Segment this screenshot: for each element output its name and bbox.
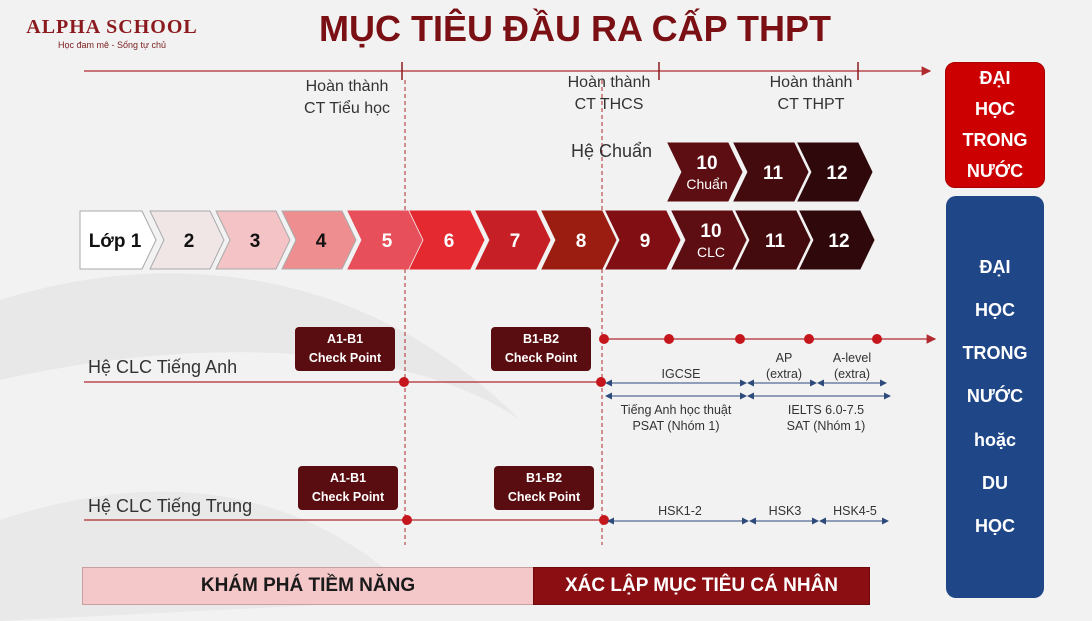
grade-chevron: 4 (281, 210, 357, 270)
grade-number: 3 (250, 231, 261, 252)
grade-chevron: 8 (541, 210, 617, 270)
grade-chevron: 3 (215, 210, 291, 270)
grade-number: 11 (763, 163, 784, 184)
grade-number: 12 (828, 231, 849, 252)
chinese-label: Hệ CLC Tiếng Trung (88, 496, 253, 516)
grade-chevron: Lớp 1 (79, 210, 157, 270)
grade-chevron: 5 (347, 210, 423, 270)
grade-chevron: 2 (149, 210, 225, 270)
grade-number: 8 (576, 231, 587, 252)
track-ap: AP(extra) (765, 351, 803, 381)
he-chuan-label: Hệ Chuẩn (571, 141, 653, 161)
grade-number: 7 (510, 231, 521, 252)
logo-name: ALPHA SCHOOL (26, 16, 198, 38)
grade-number: 10 (700, 221, 721, 242)
grade-chevron: 9 (605, 210, 681, 270)
track-hsk45: HSK4-5 (833, 504, 877, 518)
grade-chevron: 12 (799, 210, 875, 270)
english-label: Hệ CLC Tiếng Anh (88, 357, 238, 377)
logo-tagline: Học đam mê - Sống tự chủ (57, 40, 167, 50)
track-alevel: A-level(extra) (832, 351, 872, 381)
grade-subtitle: CLC (697, 244, 725, 260)
page-title: MỤC TIÊU ĐẦU RA CẤP THPT (319, 8, 831, 49)
milestone-primary: Hoàn thành CT Tiểu học (304, 78, 390, 117)
grade-number: 11 (765, 231, 786, 252)
grade-chevron: 11 (735, 210, 811, 270)
grade-number: Lớp 1 (89, 231, 142, 252)
he-chuan-chevron: 12 (797, 142, 873, 202)
grade-number: 10 (696, 153, 717, 174)
milestone-secondary: Hoàn thành CT THCS (567, 74, 651, 113)
grade-number: 5 (382, 231, 393, 252)
track-hsk3: HSK3 (768, 504, 802, 518)
he-chuan-chevron: 11 (733, 142, 809, 202)
grade-number: 9 (640, 231, 651, 252)
milestone-high: Hoàn thành CT THPT (769, 74, 853, 113)
track-igcse: IGCSE (661, 367, 701, 381)
grade-number: 12 (826, 163, 847, 184)
grade-number: 6 (444, 231, 455, 252)
grade-chevron: 7 (475, 210, 551, 270)
grade-number: 2 (184, 231, 195, 252)
grade-chevron: 6 (409, 210, 485, 270)
logo: ALPHA SCHOOL Học đam mê - Sống tự chủ (22, 16, 202, 50)
track-hsk12: HSK1-2 (658, 504, 702, 518)
grade-subtitle: Chuẩn (686, 176, 727, 192)
phase-explore: KHÁM PHÁ TIỀM NĂNG (82, 567, 534, 605)
grade-number: 4 (316, 231, 327, 252)
phase-goal: XÁC LẬP MỤC TIÊU CÁ NHÂN (533, 567, 870, 605)
